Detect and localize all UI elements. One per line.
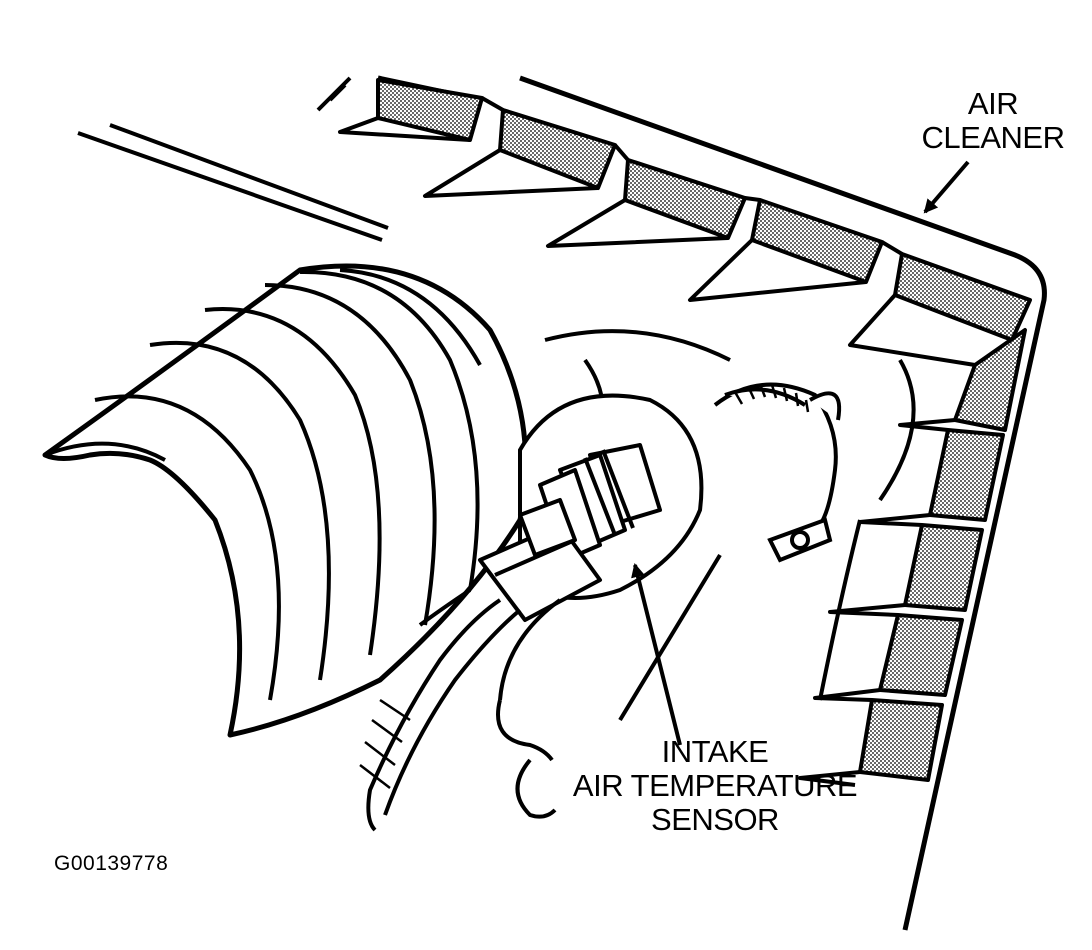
figure-id: G00139778 <box>54 852 169 875</box>
bellows-ribs <box>44 268 482 701</box>
air-cleaner-arrow <box>923 160 970 214</box>
wiring-harness <box>366 588 562 832</box>
wire-wrap <box>359 698 411 789</box>
iat-sensor-label: INTAKE AIR TEMPERATURE SENSOR <box>570 735 860 837</box>
air-duct-bellows <box>42 263 529 738</box>
pleat-folds-top <box>338 96 976 367</box>
iat-sensor-arrow-2 <box>618 553 722 722</box>
air-cleaner-label: AIR CLEANER <box>908 87 1078 155</box>
iat-sensor-body <box>538 443 662 562</box>
hose-clamp <box>713 382 842 563</box>
air-cleaner-label-line1: AIR <box>967 86 1019 121</box>
iat-sensor-label-line2: AIR TEMPERATURE <box>572 768 858 803</box>
motion-lines <box>77 76 389 242</box>
iat-sensor-label-line1: INTAKE <box>661 734 769 769</box>
air-cleaner-label-line2: CLEANER <box>921 120 1065 155</box>
iat-sensor-label-line3: SENSOR <box>651 802 779 837</box>
filter-pleats-right <box>858 328 1027 782</box>
sensor-connector <box>478 498 602 622</box>
clamp-ridges <box>733 383 810 413</box>
leader-arrows <box>618 160 970 746</box>
